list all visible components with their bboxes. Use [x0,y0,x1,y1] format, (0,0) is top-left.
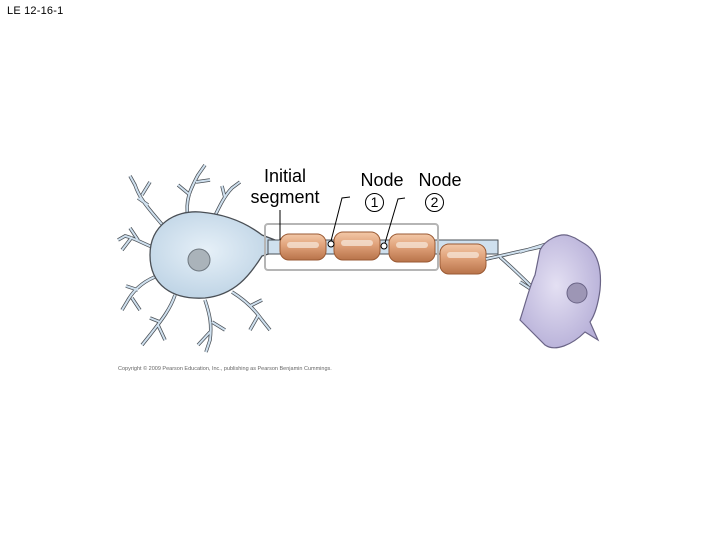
leader-lines [279,196,406,244]
myelin-segment [439,243,487,275]
initial-segment-label-line1: Initial [263,166,307,186]
node-1-label: Node [360,170,404,190]
node-2-number-badge: 2 [425,193,444,212]
target-neuron [519,234,602,349]
node-1-number-badge: 1 [365,193,384,212]
node-1-leader [330,196,351,242]
node-2-label: Node [418,170,462,190]
nucleus [187,248,211,272]
initial-segment-label-line2: segment [250,187,320,207]
node-2-leader [384,197,406,244]
copyright-text: Copyright © 2009 Pearson Education, Inc.… [118,366,332,372]
target-nucleus [566,282,588,304]
node-2-marker [380,242,388,250]
slide-id: LE 12-16-1 [7,5,64,17]
initial-segment-label: Initial segment [240,166,330,208]
cell-body [149,211,276,299]
highlight-box [264,223,439,271]
node-1-marker [327,240,335,248]
